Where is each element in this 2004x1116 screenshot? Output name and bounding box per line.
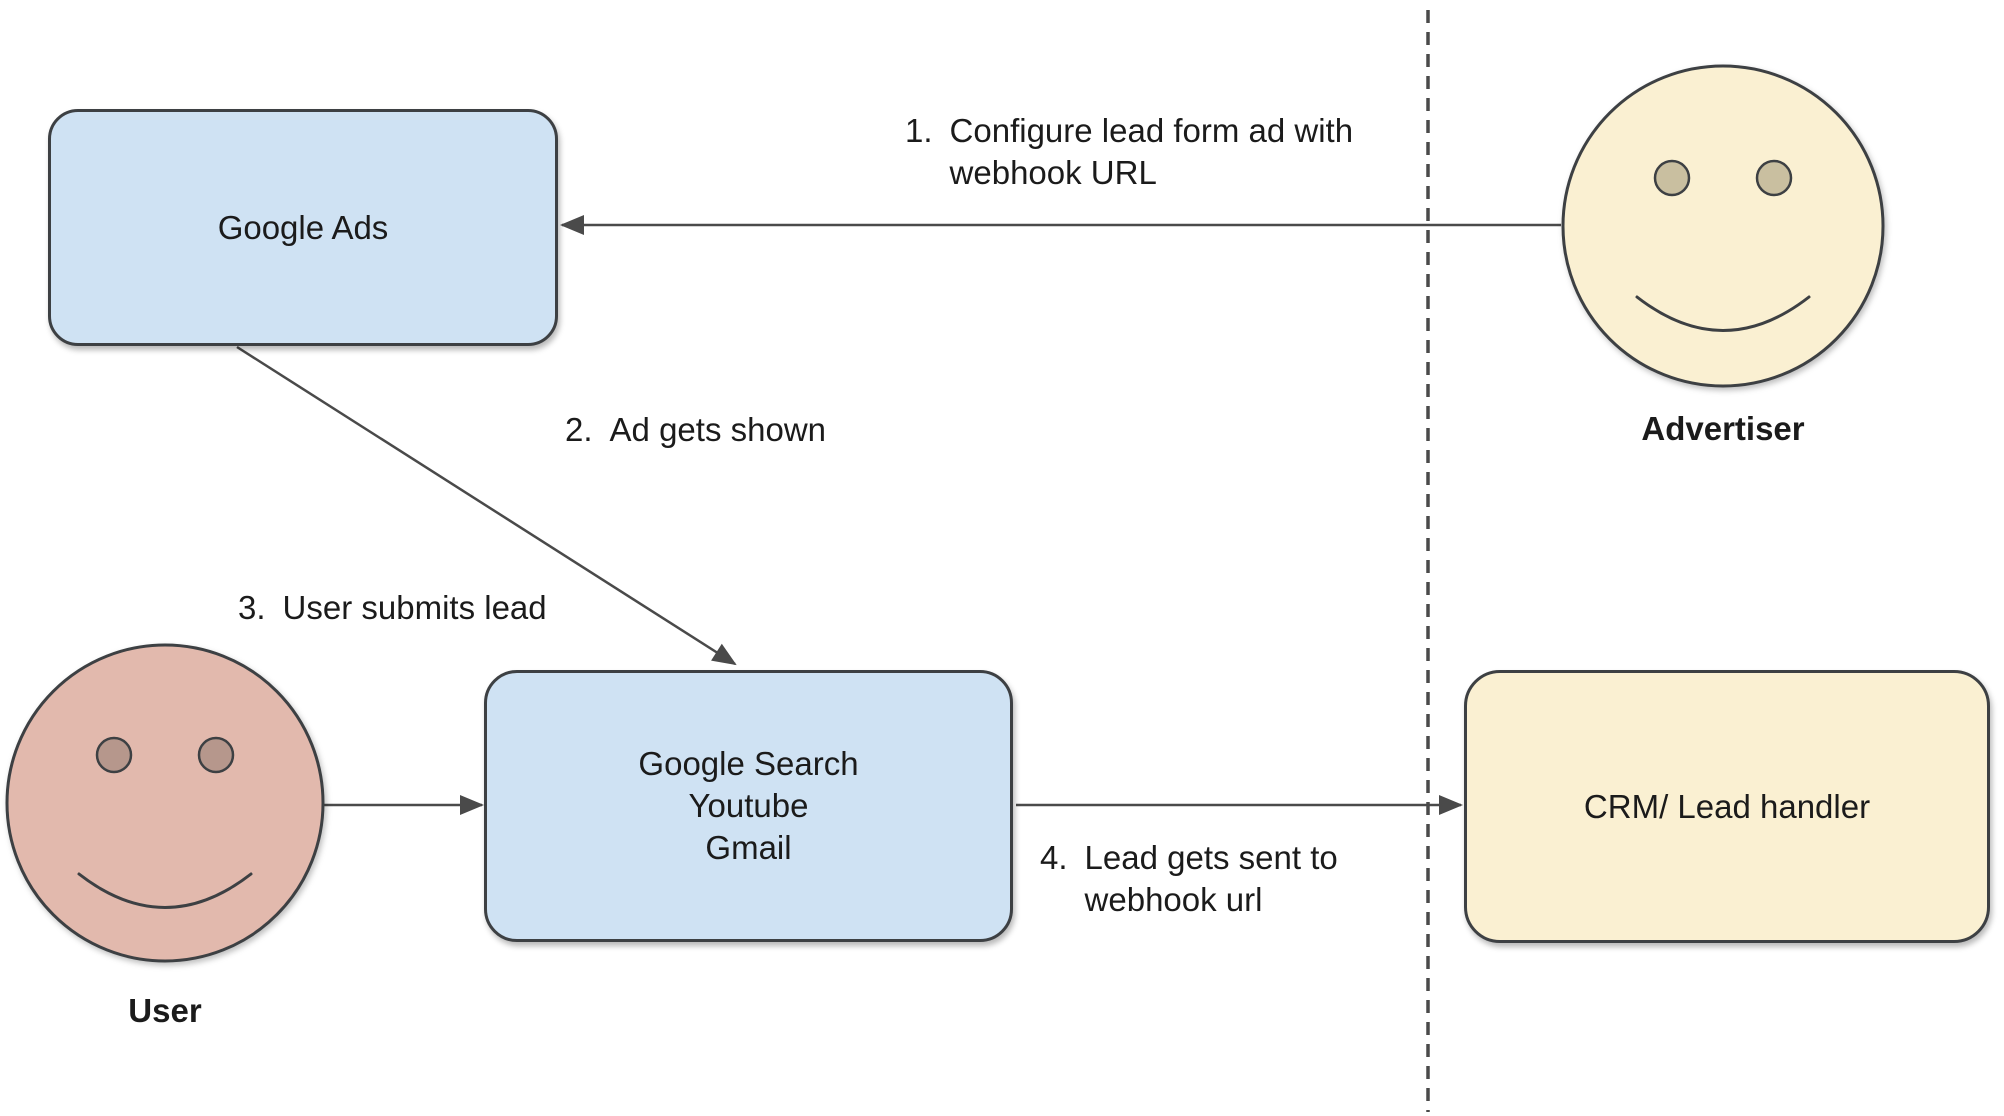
arrow-ad-gets-shown [236, 345, 737, 666]
node-crm-label: CRM/ Lead handler [1583, 787, 1871, 825]
node-google-surfaces: Google Search Youtube Gmail [484, 670, 1013, 942]
step-4-line-2: webhook url [1084, 881, 1263, 918]
step-1-line-2: webhook URL [949, 154, 1157, 191]
step-1-line-1: Configure lead form ad with [949, 112, 1354, 149]
step-1-number: 1. [905, 112, 933, 149]
step-3-line-1: User submits lead [282, 589, 547, 626]
user-smile [77, 872, 253, 909]
step-4-line-1: Lead gets sent to [1084, 839, 1338, 876]
advertiser-face-icon [1561, 64, 1885, 388]
node-surfaces-line-3: Gmail [705, 829, 792, 866]
step-4-number: 4. [1040, 839, 1068, 876]
step-3-number: 3. [238, 589, 266, 626]
node-google-ads-label: Google Ads [217, 208, 389, 246]
step-3-annotation: 3. User submits lead [238, 587, 547, 629]
user-face-icon [5, 643, 325, 963]
advertiser-head [1561, 64, 1885, 388]
node-crm-lead-handler: CRM/ Lead handler [1464, 670, 1990, 943]
user-eye-right [197, 736, 235, 774]
step-1-annotation: 1. Configure lead form ad with webhook U… [905, 110, 1353, 194]
step-2-line-1: Ad gets shown [609, 411, 826, 448]
node-surfaces-line-2: Youtube [688, 787, 809, 824]
step-4-text: Lead gets sent to webhook url [1085, 837, 1338, 921]
node-surfaces-line-1: Google Search [638, 745, 859, 782]
advertiser-smile [1635, 295, 1811, 332]
advertiser-eye-right [1755, 159, 1793, 197]
advertiser-label: Advertiser [1641, 410, 1805, 447]
user-label: User [128, 992, 202, 1029]
node-google-ads: Google Ads [48, 109, 558, 346]
step-2-annotation: 2. Ad gets shown [565, 409, 826, 451]
user-eye-left [95, 736, 133, 774]
advertiser-eye-left [1653, 159, 1691, 197]
step-2-number: 2. [565, 411, 593, 448]
step-1-text: Configure lead form ad with webhook URL [950, 110, 1354, 194]
step-2-text: Ad gets shown [610, 409, 826, 451]
step-4-annotation: 4. Lead gets sent to webhook url [1040, 837, 1338, 921]
user-head [5, 643, 325, 963]
step-3-text: User submits lead [283, 587, 547, 629]
